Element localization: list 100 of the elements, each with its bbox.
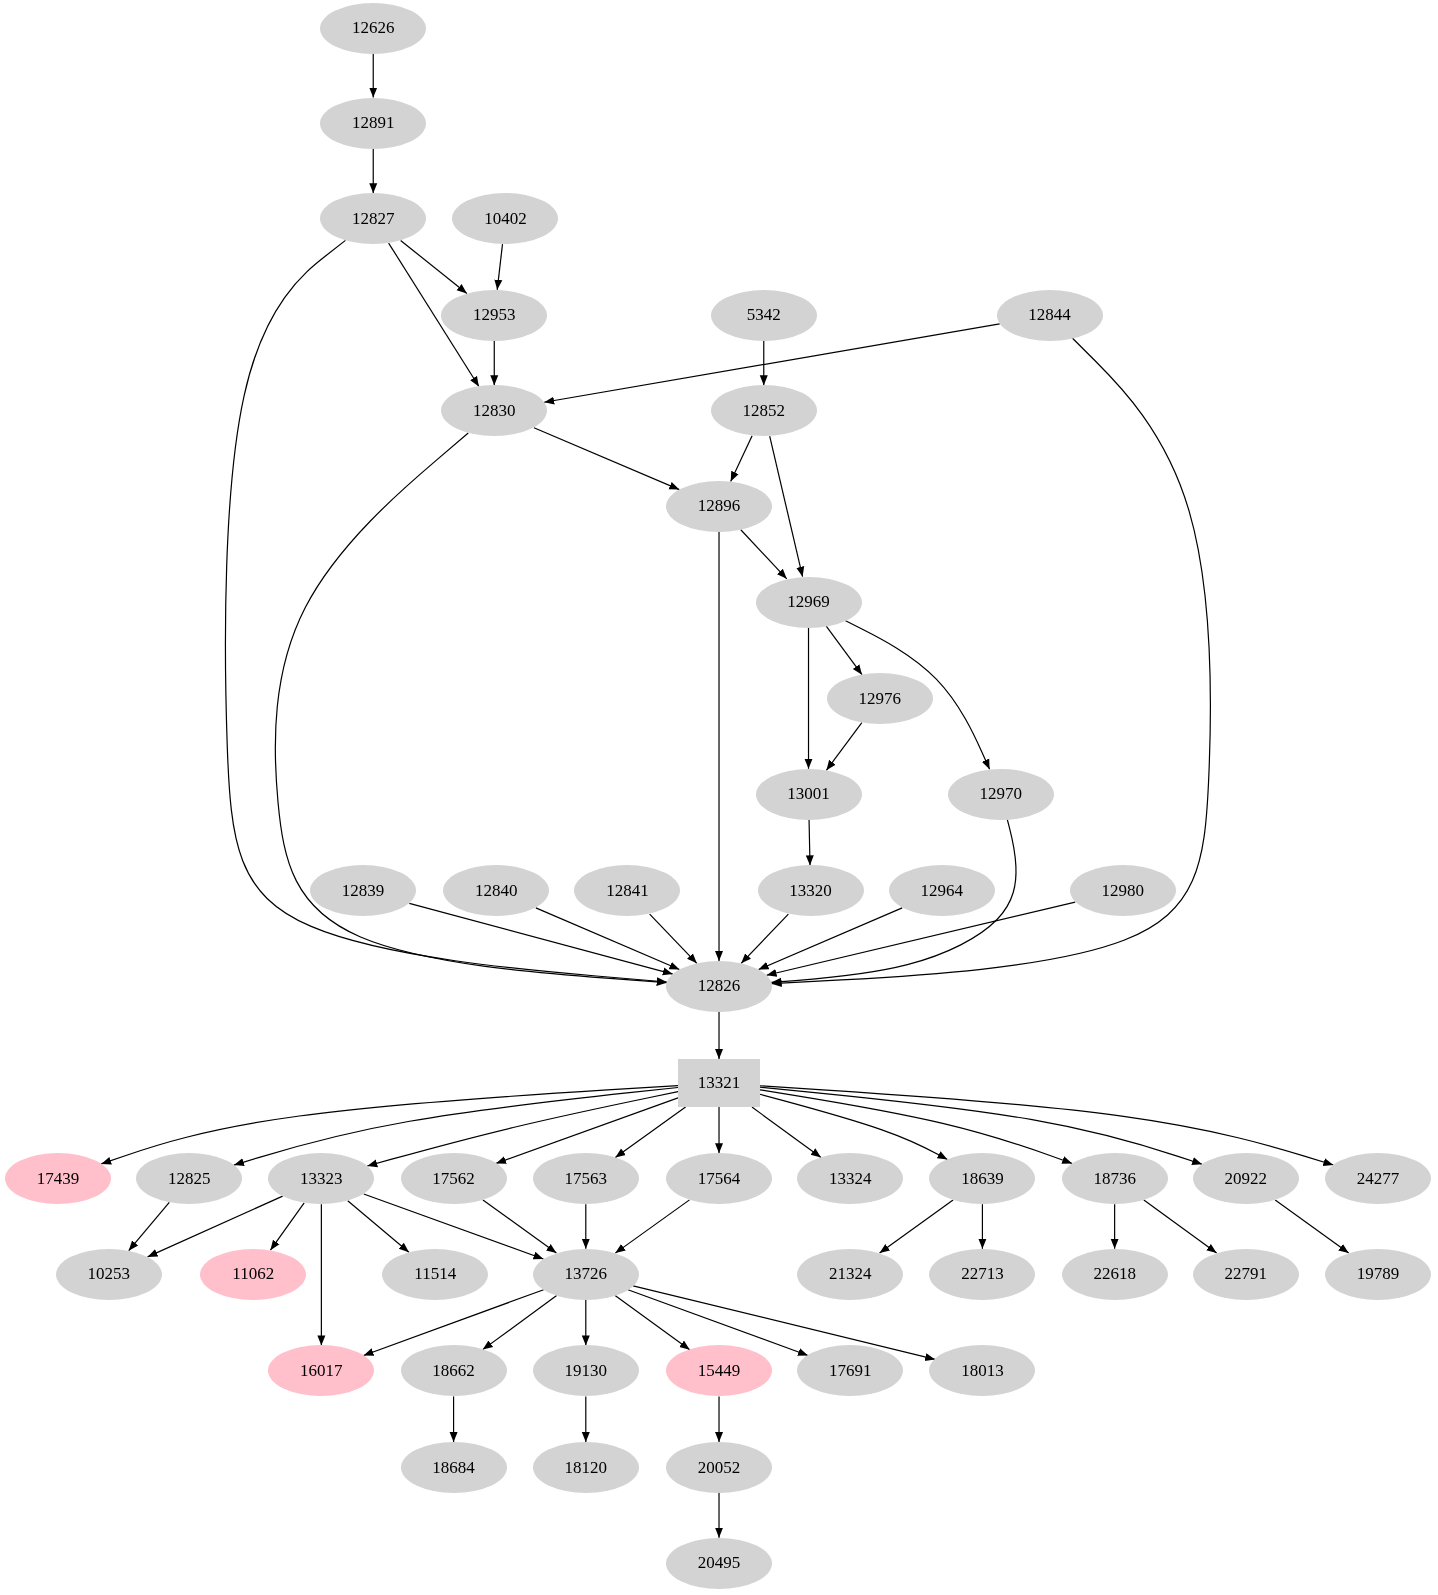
ellipse-node: 12841 [574, 865, 681, 917]
arrow [751, 1106, 822, 1158]
arrow [317, 1203, 326, 1346]
arrow [490, 340, 499, 386]
arrow [128, 1201, 170, 1252]
ellipse-node: 12626 [320, 2, 427, 54]
ellipse-node: 12825 [136, 1153, 243, 1205]
arrow [1110, 1203, 1119, 1250]
ellipse-node: 12969 [755, 576, 862, 628]
ellipse-node: 18736 [1061, 1153, 1168, 1205]
arrow [362, 1289, 545, 1357]
ellipse-node: 17562 [400, 1153, 507, 1205]
ellipse-node: 13726 [532, 1248, 639, 1300]
arrow [494, 243, 504, 291]
ellipse-node: 22713 [929, 1248, 1036, 1300]
arrow [482, 1295, 558, 1351]
arrow [825, 722, 863, 771]
arrow [269, 1202, 305, 1251]
ellipse-node: 12964 [888, 865, 995, 917]
arrow [978, 1203, 987, 1250]
arrow [765, 901, 1076, 977]
ellipse-node: 12826 [666, 961, 772, 1012]
arrow [715, 1395, 723, 1443]
arrow [715, 1106, 723, 1154]
arrow [363, 1193, 544, 1260]
ellipse-node: 18013 [929, 1345, 1036, 1397]
ellipse-node: 22618 [1061, 1248, 1168, 1300]
ellipse-node: 21324 [797, 1248, 904, 1300]
arrow [482, 1199, 558, 1254]
process-box: 13321 [678, 1059, 760, 1108]
ellipse-node: 15449 [666, 1345, 772, 1397]
ellipse-node: 12980 [1069, 865, 1176, 917]
arrow [535, 907, 681, 971]
ellipse-node: 12844 [996, 289, 1103, 341]
arrow [730, 435, 753, 483]
arrow [715, 1492, 723, 1539]
ellipse-node: 12953 [441, 289, 548, 341]
arrow [274, 432, 668, 986]
ellipse-node: 19789 [1325, 1248, 1432, 1300]
ellipse-node: 12852 [710, 385, 817, 437]
arrow [388, 242, 480, 388]
arrow [400, 239, 468, 295]
arrow [146, 1195, 284, 1258]
ellipse-node: 12970 [947, 768, 1054, 820]
ellipse-node: 20922 [1192, 1153, 1299, 1205]
ellipse-node: 12976 [826, 673, 933, 725]
arrow [825, 625, 863, 676]
arrow [233, 1086, 679, 1166]
arrow [805, 819, 814, 866]
ellipse-node: 11062 [200, 1248, 307, 1300]
ellipse-node: 24277 [1325, 1153, 1432, 1205]
arrow [581, 1299, 590, 1346]
arrow [347, 1200, 410, 1253]
ellipse-node: 12827 [320, 193, 427, 245]
arrow [627, 1289, 809, 1357]
ellipse-node: 13324 [797, 1153, 904, 1205]
arrow [759, 1089, 1073, 1165]
arrow [614, 1294, 691, 1351]
arrow [369, 147, 378, 194]
ellipse-node: 12840 [443, 865, 550, 917]
ellipse-node: 12896 [666, 480, 772, 532]
ellipse-node: 17564 [666, 1153, 772, 1205]
ellipse-node: 20495 [666, 1537, 772, 1589]
arrow [844, 619, 991, 770]
ellipse-node: 16017 [268, 1345, 375, 1397]
arrow [715, 1011, 723, 1060]
arrow [366, 1091, 679, 1168]
ellipse-node: 10402 [452, 193, 559, 245]
ellipse-node: 13323 [268, 1153, 375, 1205]
arrow [100, 1085, 679, 1165]
arrow [759, 1086, 1203, 1165]
ellipse-node: 12830 [441, 385, 548, 437]
arrow [1274, 1199, 1350, 1254]
arrow [759, 1085, 1334, 1166]
ellipse-node: 18120 [532, 1442, 639, 1493]
arrow [770, 819, 1017, 986]
arrow [581, 1395, 590, 1443]
arrow [759, 1093, 948, 1161]
ellipse-node: 10253 [55, 1248, 162, 1300]
arrow [769, 435, 805, 578]
arrow [632, 1285, 936, 1361]
arrow [757, 907, 903, 971]
arrow [771, 337, 1211, 988]
arrow [614, 1199, 691, 1254]
ellipse-node: 17691 [797, 1345, 904, 1397]
ellipse-node: 17563 [532, 1153, 639, 1205]
arrow [581, 1203, 590, 1250]
arrow [449, 1395, 458, 1443]
arrow [533, 427, 680, 491]
ellipse-node: 11514 [382, 1248, 489, 1300]
ellipse-node: 19130 [532, 1345, 639, 1397]
arrow [804, 626, 813, 770]
arrow [614, 1106, 687, 1159]
ellipse-node: 5342 [710, 289, 817, 341]
ellipse-node: 22791 [1192, 1248, 1299, 1300]
arrow [649, 913, 698, 964]
arrow [740, 913, 789, 964]
arrow [495, 1097, 679, 1164]
ellipse-node: 20052 [666, 1442, 772, 1493]
ellipse-node: 18684 [400, 1442, 507, 1493]
